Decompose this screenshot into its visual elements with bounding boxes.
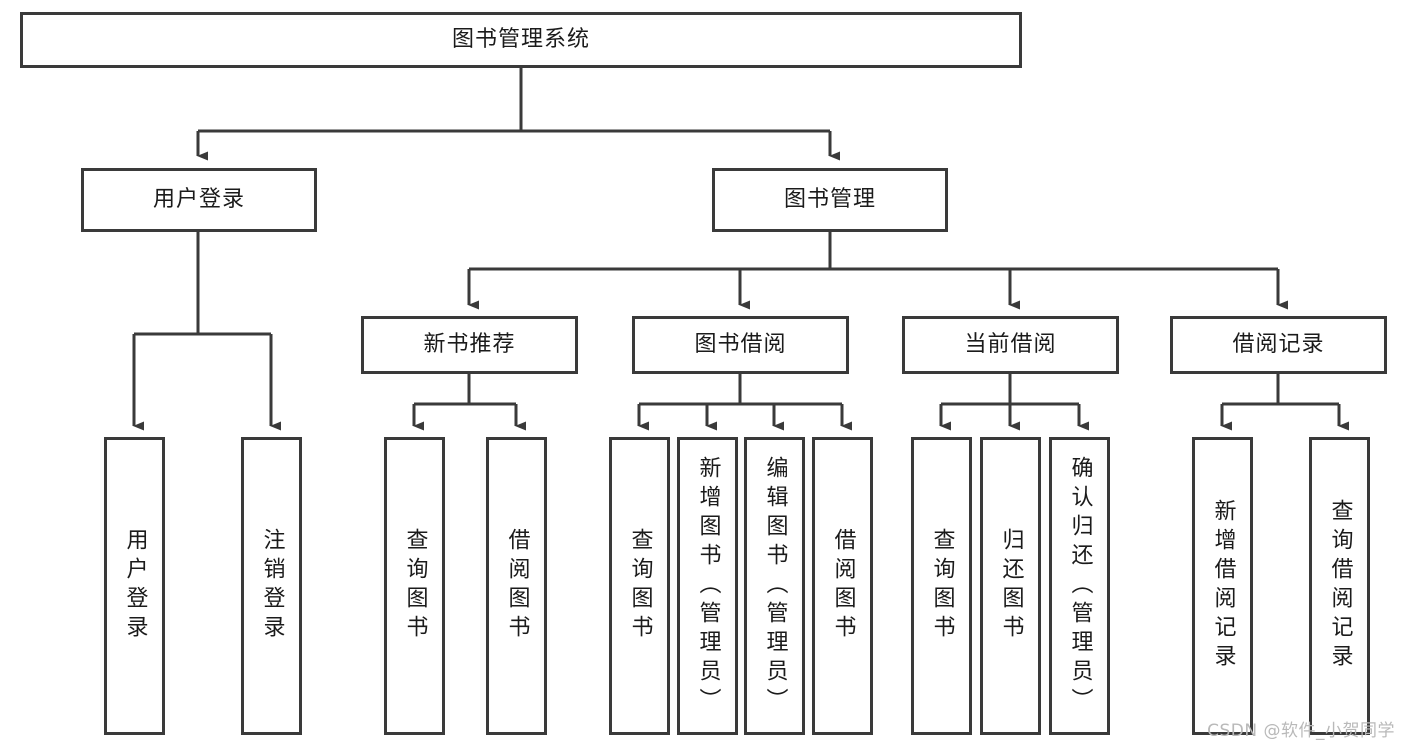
node-leaf-add-book-label: 新增图书（管理员） — [695, 455, 721, 717]
node-leaf-add-record-label: 新增借阅记录 — [1210, 499, 1236, 673]
node-user-login[interactable]: 用户登录 — [81, 168, 317, 232]
node-leaf-return-book-label: 归还图书 — [998, 528, 1024, 644]
node-leaf-confirm-return[interactable]: 确认归还（管理员） — [1049, 437, 1110, 735]
node-leaf-query-book-2-label: 查询图书 — [627, 528, 653, 644]
node-leaf-query-book-1-label: 查询图书 — [402, 528, 428, 644]
node-root-label: 图书管理系统 — [451, 26, 590, 52]
node-leaf-borrow-book-2[interactable]: 借阅图书 — [812, 437, 873, 735]
csdn-watermark: CSDN @软件_小贺同学 — [1207, 721, 1395, 741]
node-borrow-record[interactable]: 借阅记录 — [1170, 316, 1387, 374]
node-user-login-label: 用户登录 — [152, 186, 245, 212]
node-leaf-borrow-book-2-label: 借阅图书 — [830, 528, 856, 644]
node-leaf-add-book[interactable]: 新增图书（管理员） — [677, 437, 738, 735]
node-leaf-query-book-3-label: 查询图书 — [929, 528, 955, 644]
node-root-system[interactable]: 图书管理系统 — [20, 12, 1022, 68]
node-leaf-query-book-2[interactable]: 查询图书 — [609, 437, 670, 735]
node-leaf-confirm-return-label: 确认归还（管理员） — [1067, 455, 1093, 717]
node-book-management-label: 图书管理 — [783, 186, 876, 212]
node-borrow-record-label: 借阅记录 — [1232, 331, 1325, 357]
node-leaf-query-book-1[interactable]: 查询图书 — [384, 437, 445, 735]
node-leaf-user-login[interactable]: 用户登录 — [104, 437, 165, 735]
node-leaf-return-book[interactable]: 归还图书 — [980, 437, 1041, 735]
node-current-borrow[interactable]: 当前借阅 — [902, 316, 1119, 374]
node-book-management[interactable]: 图书管理 — [712, 168, 948, 232]
node-leaf-logout-login-label: 注销登录 — [259, 528, 285, 644]
node-leaf-query-record[interactable]: 查询借阅记录 — [1309, 437, 1370, 735]
node-new-book-recommend[interactable]: 新书推荐 — [361, 316, 578, 374]
node-leaf-query-record-label: 查询借阅记录 — [1327, 499, 1353, 673]
node-leaf-borrow-book-1-label: 借阅图书 — [504, 528, 530, 644]
node-leaf-query-book-3[interactable]: 查询图书 — [911, 437, 972, 735]
node-current-borrow-label: 当前借阅 — [964, 331, 1057, 357]
node-leaf-edit-book-label: 编辑图书（管理员） — [762, 455, 788, 717]
node-leaf-borrow-book-1[interactable]: 借阅图书 — [486, 437, 547, 735]
node-book-borrow[interactable]: 图书借阅 — [632, 316, 849, 374]
node-leaf-logout-login[interactable]: 注销登录 — [241, 437, 302, 735]
node-book-borrow-label: 图书借阅 — [694, 331, 787, 357]
node-new-book-recommend-label: 新书推荐 — [423, 331, 516, 357]
node-leaf-user-login-label: 用户登录 — [122, 528, 148, 644]
node-leaf-add-record[interactable]: 新增借阅记录 — [1192, 437, 1253, 735]
node-leaf-edit-book[interactable]: 编辑图书（管理员） — [744, 437, 805, 735]
